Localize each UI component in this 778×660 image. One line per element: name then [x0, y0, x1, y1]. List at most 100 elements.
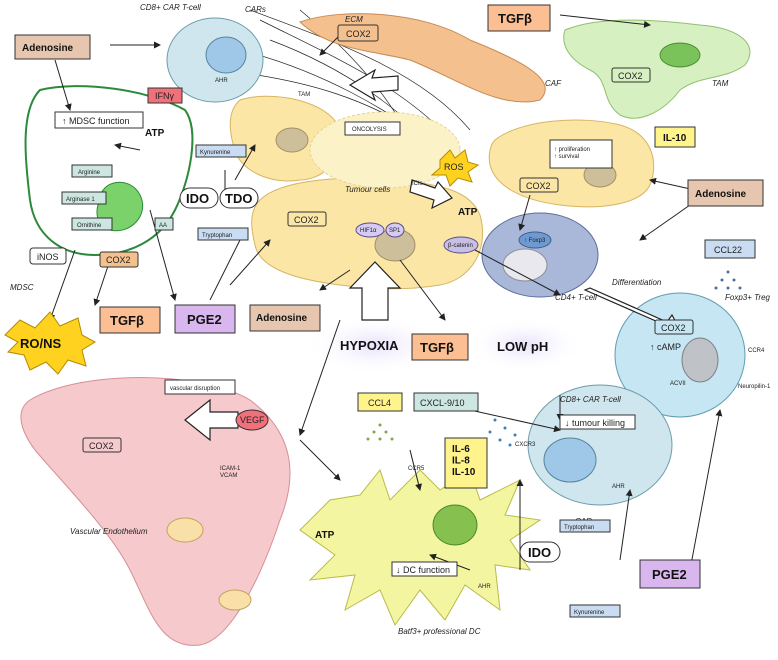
- cox2-tam-box: [611, 67, 651, 83]
- ifng-box: [147, 87, 183, 104]
- tgfb-mid-text: TGFβ: [420, 340, 454, 355]
- dc-function-text: ↓ DC function: [396, 565, 450, 575]
- il10-box: [654, 126, 696, 148]
- cd8-car-bottom-nucleus: [543, 437, 597, 483]
- tam-right-cell: [563, 19, 751, 119]
- adenosine-mid-text: Adenosine: [256, 313, 308, 324]
- adenosine-top-left-text: Adenosine: [22, 43, 74, 54]
- camp-text: ↑ cAMP: [650, 342, 681, 352]
- kynurenine-top-text: Kynurenine: [200, 150, 231, 156]
- label-tam-right: TAM: [712, 79, 729, 88]
- low-ph-glow: [465, 317, 585, 373]
- cxcl-dots: [488, 418, 517, 447]
- ici-big-arrow: [409, 179, 453, 210]
- cox2-right-text: COX2: [526, 181, 551, 191]
- cox2-mdsc-text: COX2: [106, 255, 131, 265]
- pge2-bottom-text: PGE2: [652, 567, 687, 582]
- mdsc-function-box: [54, 111, 144, 129]
- ido-bottom-text: IDO: [528, 545, 551, 560]
- cox2-tam-text: COX2: [618, 71, 643, 81]
- pge2-left-text: PGE2: [187, 312, 222, 327]
- tgfb-left-box: [99, 306, 161, 334]
- ifng-text: IFNγ: [155, 91, 174, 101]
- hypoxia-text: HYPOXIA: [340, 338, 399, 353]
- dc-cell: [299, 468, 542, 627]
- ahr-bottom-text: AHR: [612, 484, 625, 490]
- label-treg: Foxp3+ Treg: [725, 293, 771, 302]
- adenosine-right-box: [687, 179, 764, 207]
- ccl22-dots: [714, 270, 742, 290]
- adenosine-right-text: Adenosine: [695, 189, 747, 200]
- inos-text: iNOS: [37, 252, 59, 262]
- label-cd8-car-bottom: CD8+ CAR T-cell: [560, 395, 621, 404]
- cox2-top-box: [337, 24, 379, 42]
- vascular-disruption-text: vascular disruption: [170, 386, 220, 392]
- vascular-disruption-box: [164, 379, 236, 395]
- vegf-text: VEGF: [240, 415, 265, 425]
- ido-top-text: IDO: [186, 191, 209, 206]
- tdo-text: TDO: [225, 191, 252, 206]
- ccl4-box: [357, 392, 403, 412]
- foxp3-ellipse: [518, 231, 552, 249]
- label-ici: ICIs: [412, 181, 423, 187]
- cxcl-text: CXCL-9/10: [420, 398, 465, 408]
- adenosine-top-left-box: [14, 34, 91, 60]
- arrows: [48, 14, 723, 571]
- sp1-ellipse: [385, 222, 405, 238]
- adenosine-mid-box: [249, 304, 321, 332]
- tam-right-nucleus: [659, 42, 701, 68]
- cox2-tumour-text: COX2: [294, 215, 319, 225]
- tryptophan-top-text: Tryptophan: [202, 233, 232, 239]
- proliferation-box: [549, 139, 613, 169]
- cxcl-box: [413, 392, 479, 412]
- ros-text: ROS: [444, 162, 464, 172]
- tdo-box: [219, 187, 259, 209]
- dc-nucleus: [432, 504, 478, 546]
- label-ccr4: CCR4: [748, 348, 765, 354]
- inos-box: [29, 247, 67, 265]
- label-cxcr3: CXCR3: [515, 442, 536, 448]
- ornithine-box: [71, 217, 113, 231]
- label-dc: Batf3+ professional DC: [398, 627, 481, 636]
- proliferation-text: ↑ proliferation↑ survival: [554, 147, 590, 160]
- cox2-right-box: [519, 177, 559, 193]
- ahr-dc-text: AHR: [478, 584, 491, 590]
- tgfb-top-box: [487, 4, 551, 32]
- label-tam-left: TAM: [298, 92, 310, 98]
- ccl22-text: CCL22: [714, 245, 742, 255]
- label-differentiation: Differentiation: [612, 278, 662, 287]
- label-cd4: CD4+ T-cell: [555, 293, 597, 302]
- pge2-bottom-box: [639, 559, 701, 589]
- tryptophan-top-box: [197, 227, 249, 241]
- label-cars-top: CARs: [245, 5, 266, 14]
- acvii-text: ACVII: [670, 381, 686, 387]
- label-ccr5: CCR5: [408, 466, 425, 472]
- oncolysis-text: ONCOLYSIS: [352, 127, 387, 133]
- arginine-text: Arginine: [78, 170, 101, 176]
- dc-function-box: [391, 561, 458, 577]
- tgfb-top-text: TGFβ: [498, 11, 532, 26]
- il-stack-box: [444, 437, 488, 489]
- tgfb-mid-box: [411, 333, 469, 361]
- ros-burst: [430, 149, 480, 187]
- il10-text: IL-10: [663, 133, 687, 144]
- low-ph-text: LOW pH: [497, 339, 548, 354]
- tryptophan-bottom-box: [559, 519, 611, 533]
- atp-bottom-text: ATP: [315, 530, 335, 541]
- caf-big-arrow: [348, 68, 399, 102]
- label-caf: CAF: [545, 79, 562, 88]
- label-cd8-car-top: CD8+ CAR T-cell: [140, 3, 201, 12]
- cd8-car-top-nucleus: [205, 36, 247, 74]
- tumour-killing-text: ↓ tumour killing: [565, 418, 625, 428]
- vegf-ellipse: [235, 409, 269, 431]
- ro-ns-text: RO/NS: [20, 336, 62, 351]
- bcatenin-ellipse: [443, 236, 479, 254]
- treg-nucleus: [681, 337, 719, 383]
- arginase-box: [61, 191, 107, 205]
- label-tumour-cells: Tumour cells: [345, 185, 390, 194]
- ccl4-text: CCL4: [368, 398, 391, 408]
- kynurenine-bottom-text: Kynurenine: [574, 610, 605, 616]
